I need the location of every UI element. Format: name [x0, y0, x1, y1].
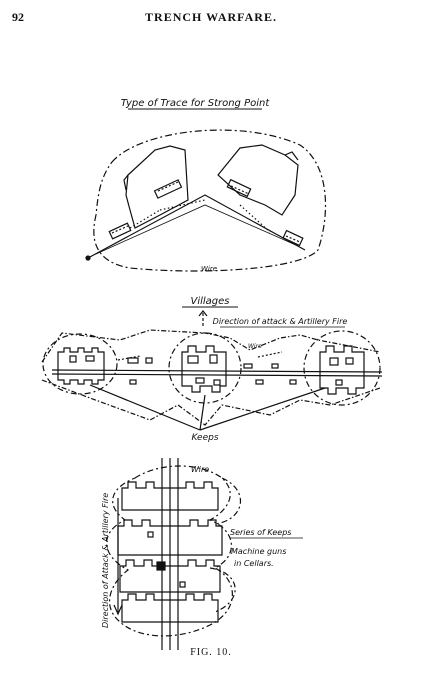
left-trench-block: [125, 145, 189, 229]
series-wire: [106, 465, 233, 637]
building: [329, 357, 339, 366]
machine-gun: [179, 581, 186, 588]
wire-perimeter: [93, 129, 327, 272]
building: [243, 363, 253, 369]
series-of-keeps-diagram: Wire Series of Keeps Machine guns in Cel…: [101, 458, 303, 650]
keeps-pointers: [89, 384, 326, 431]
village-wire-label: Wire: [248, 343, 262, 350]
building: [209, 354, 218, 364]
building: [335, 379, 343, 386]
keeps-label: Keeps: [191, 433, 218, 443]
page-number: 92: [12, 10, 24, 24]
building: [213, 379, 221, 386]
building: [345, 357, 354, 365]
series-wire-label: Wire: [191, 465, 209, 474]
building: [127, 357, 139, 364]
building: [271, 363, 279, 369]
building: [69, 355, 77, 363]
villages-title: Villages: [190, 296, 229, 307]
keep-2: [117, 519, 223, 556]
strong-point-diagram: Type of Trace for Strong Point Wire: [85, 98, 327, 273]
running-head: TRENCH WARFARE.: [145, 10, 277, 24]
machine-guns-label: Machine guns: [231, 547, 286, 556]
building: [255, 379, 264, 385]
machine-gun: [156, 561, 166, 571]
shelter: [108, 222, 132, 240]
village-wire-right: [303, 330, 381, 406]
keep-3: [119, 559, 221, 593]
strong-point-title: Type of Trace for Strong Point: [121, 98, 271, 109]
shelter: [226, 178, 252, 198]
keep-center: [181, 345, 227, 393]
right-trench-block: [217, 144, 299, 216]
village-wire-center: [168, 332, 242, 404]
keep-left: [57, 347, 105, 385]
series-keeps-label: Series of Keeps: [230, 528, 291, 537]
building: [85, 355, 95, 362]
direction-label: Direction of attack & Artillery Fire: [213, 317, 348, 326]
wire-line-upper: [41, 329, 381, 363]
building: [289, 379, 297, 385]
series-direction-label: Direction of Attack & Artillery Fire: [101, 493, 110, 628]
keep-4: [121, 593, 219, 623]
front-line: [87, 194, 306, 259]
building: [195, 377, 205, 384]
keep-1: [121, 481, 219, 511]
wire-line-lower: [41, 379, 381, 426]
shelter: [153, 179, 183, 199]
machine-gun: [147, 531, 154, 538]
main-road: [51, 369, 383, 373]
shelter: [282, 229, 304, 247]
building: [187, 355, 199, 364]
wire-label: Wire: [201, 265, 217, 273]
village-wire-left: [42, 333, 118, 395]
page-header: 92 TRENCH WARFARE.: [0, 10, 422, 30]
figure-caption: FIG. 10.: [190, 647, 232, 658]
building: [129, 379, 137, 385]
building: [145, 357, 153, 364]
keep-right: [319, 345, 365, 395]
cellars-label: in Cellars.: [234, 559, 274, 568]
villages-diagram: Villages Direction of attack & Artillery…: [41, 296, 383, 443]
